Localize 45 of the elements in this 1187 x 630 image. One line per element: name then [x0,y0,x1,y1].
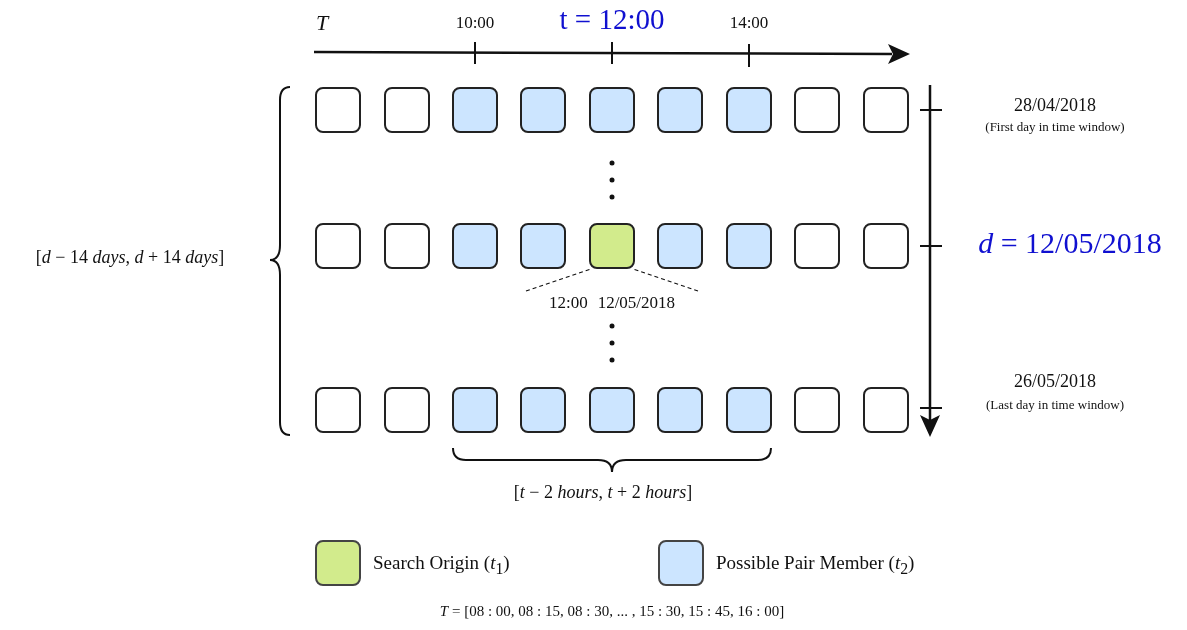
time-slot-box [452,223,498,269]
time-slot-box [315,87,361,133]
time-slot-box [863,223,909,269]
axis-label: [t − 2 hours, t + 2 hours] [513,482,693,503]
time-slot-box [657,87,703,133]
callout-text: 12/05/2018 [597,293,676,313]
time-slot-box [452,387,498,433]
time-slot-box [520,87,566,133]
axis-label: T = [08 : 00, 08 : 15, 08 : 30, ... , 15 : 30, 15 : 45, 16 : 00] [439,603,785,620]
time-slot-box [726,87,772,133]
time-slot-box [589,223,635,269]
time-slot-box [657,387,703,433]
time-slot-box [384,387,430,433]
time-slot-box [726,223,772,269]
time-slot-box [520,223,566,269]
legend-text: Search Origin (t$_{1}$) [373,552,510,578]
time-slot-box [863,87,909,133]
axis-label: [d − 14 days, d + 14 days] [35,247,225,268]
time-slot-box [863,387,909,433]
time-slot-box [657,223,703,269]
leader-line [632,268,699,292]
time-slot-box [384,223,430,269]
time-slot-box [794,223,840,269]
time-slot-box [794,387,840,433]
axis-label: d = 12/05/2018 [978,226,1162,260]
axis-label: T [315,10,329,36]
axis-label: (Last day in time window) [986,397,1124,413]
axis-label: 28/04/2018 [1014,95,1096,116]
legend-text: Possible Pair Member (t$_{2}$) [716,552,915,578]
time-slot-box [726,387,772,433]
time-slot-box [520,387,566,433]
time-slot-box [315,223,361,269]
leader-line [525,268,592,292]
time-slot-box [589,387,635,433]
axis-label: 14:00 [729,13,769,33]
time-slot-box [384,87,430,133]
axis-label: (First day in time window) [985,119,1125,135]
time-slot-box [315,387,361,433]
callout-text: 12:00 [548,293,588,313]
time-slot-box [589,87,635,133]
axis-label: 10:00 [455,13,495,33]
time-slot-box [452,87,498,133]
axis-label: 26/05/2018 [1014,371,1096,392]
time-slot-box [794,87,840,133]
axis-label: t = 12:00 [559,3,665,36]
